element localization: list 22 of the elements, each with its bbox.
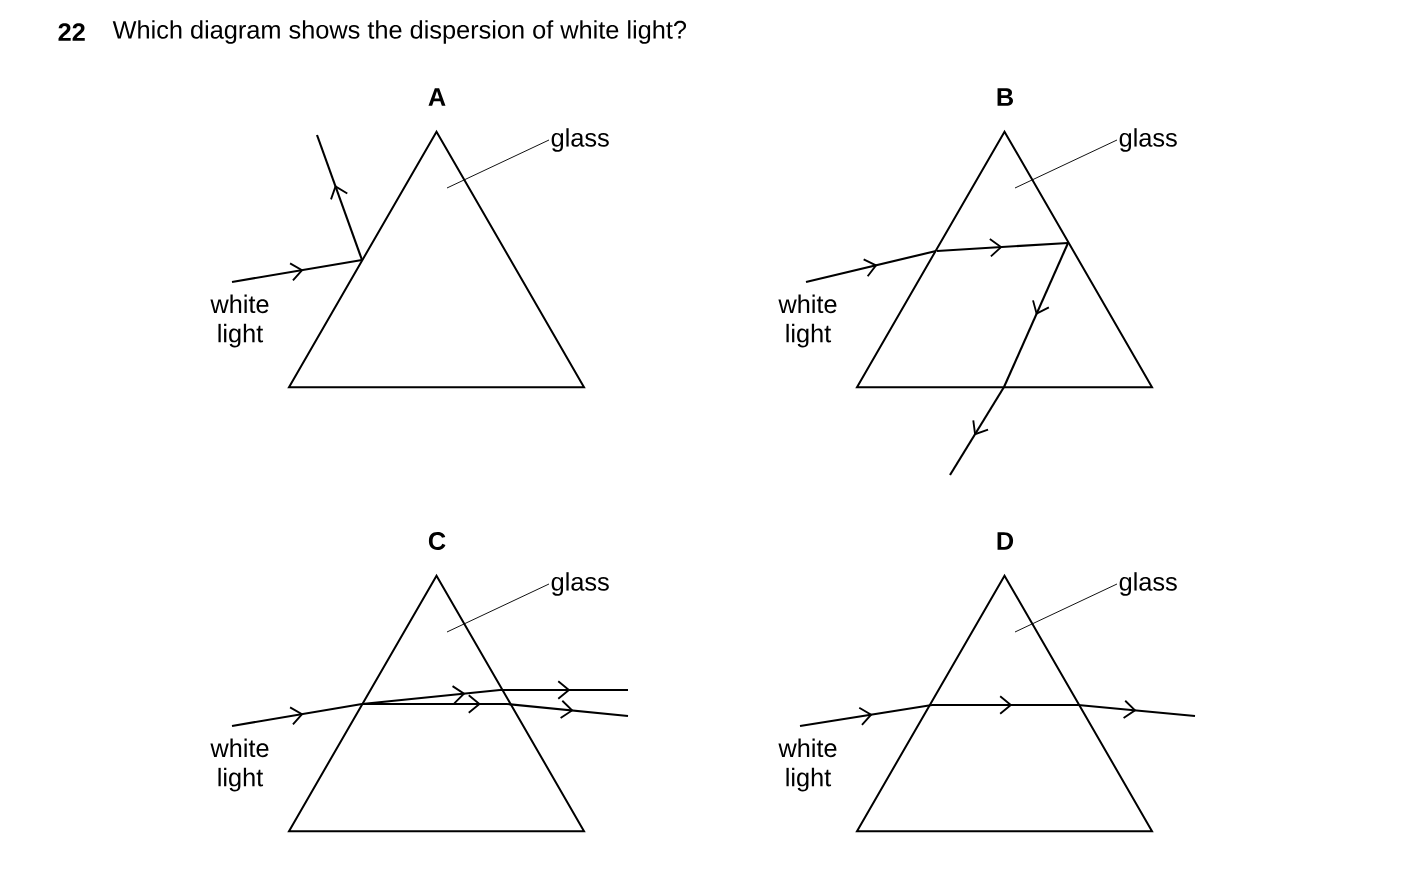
light-ray: [805, 249, 937, 284]
leader-line: [1014, 583, 1118, 633]
label: white light: [778, 738, 837, 792]
option-letter: C: [428, 532, 446, 550]
option-letter: D: [997, 532, 1014, 550]
option-letter: A: [428, 88, 446, 106]
question-number: 22: [58, 23, 85, 41]
light-ray: [231, 702, 363, 728]
label: white light: [210, 738, 269, 792]
label: glass: [551, 572, 609, 596]
light-ray: [799, 703, 933, 728]
label: glass: [551, 128, 609, 152]
light-ray: [231, 258, 363, 284]
option-letter: B: [997, 88, 1013, 106]
question-text: Which diagram shows the dispersion of white light?: [112, 20, 687, 44]
leader-line: [1014, 139, 1118, 189]
label: white light: [210, 294, 269, 348]
leader-line: [446, 583, 550, 633]
label: glass: [1119, 128, 1177, 152]
leader-line: [446, 139, 550, 189]
label: white light: [778, 294, 837, 348]
label: glass: [1119, 572, 1177, 596]
